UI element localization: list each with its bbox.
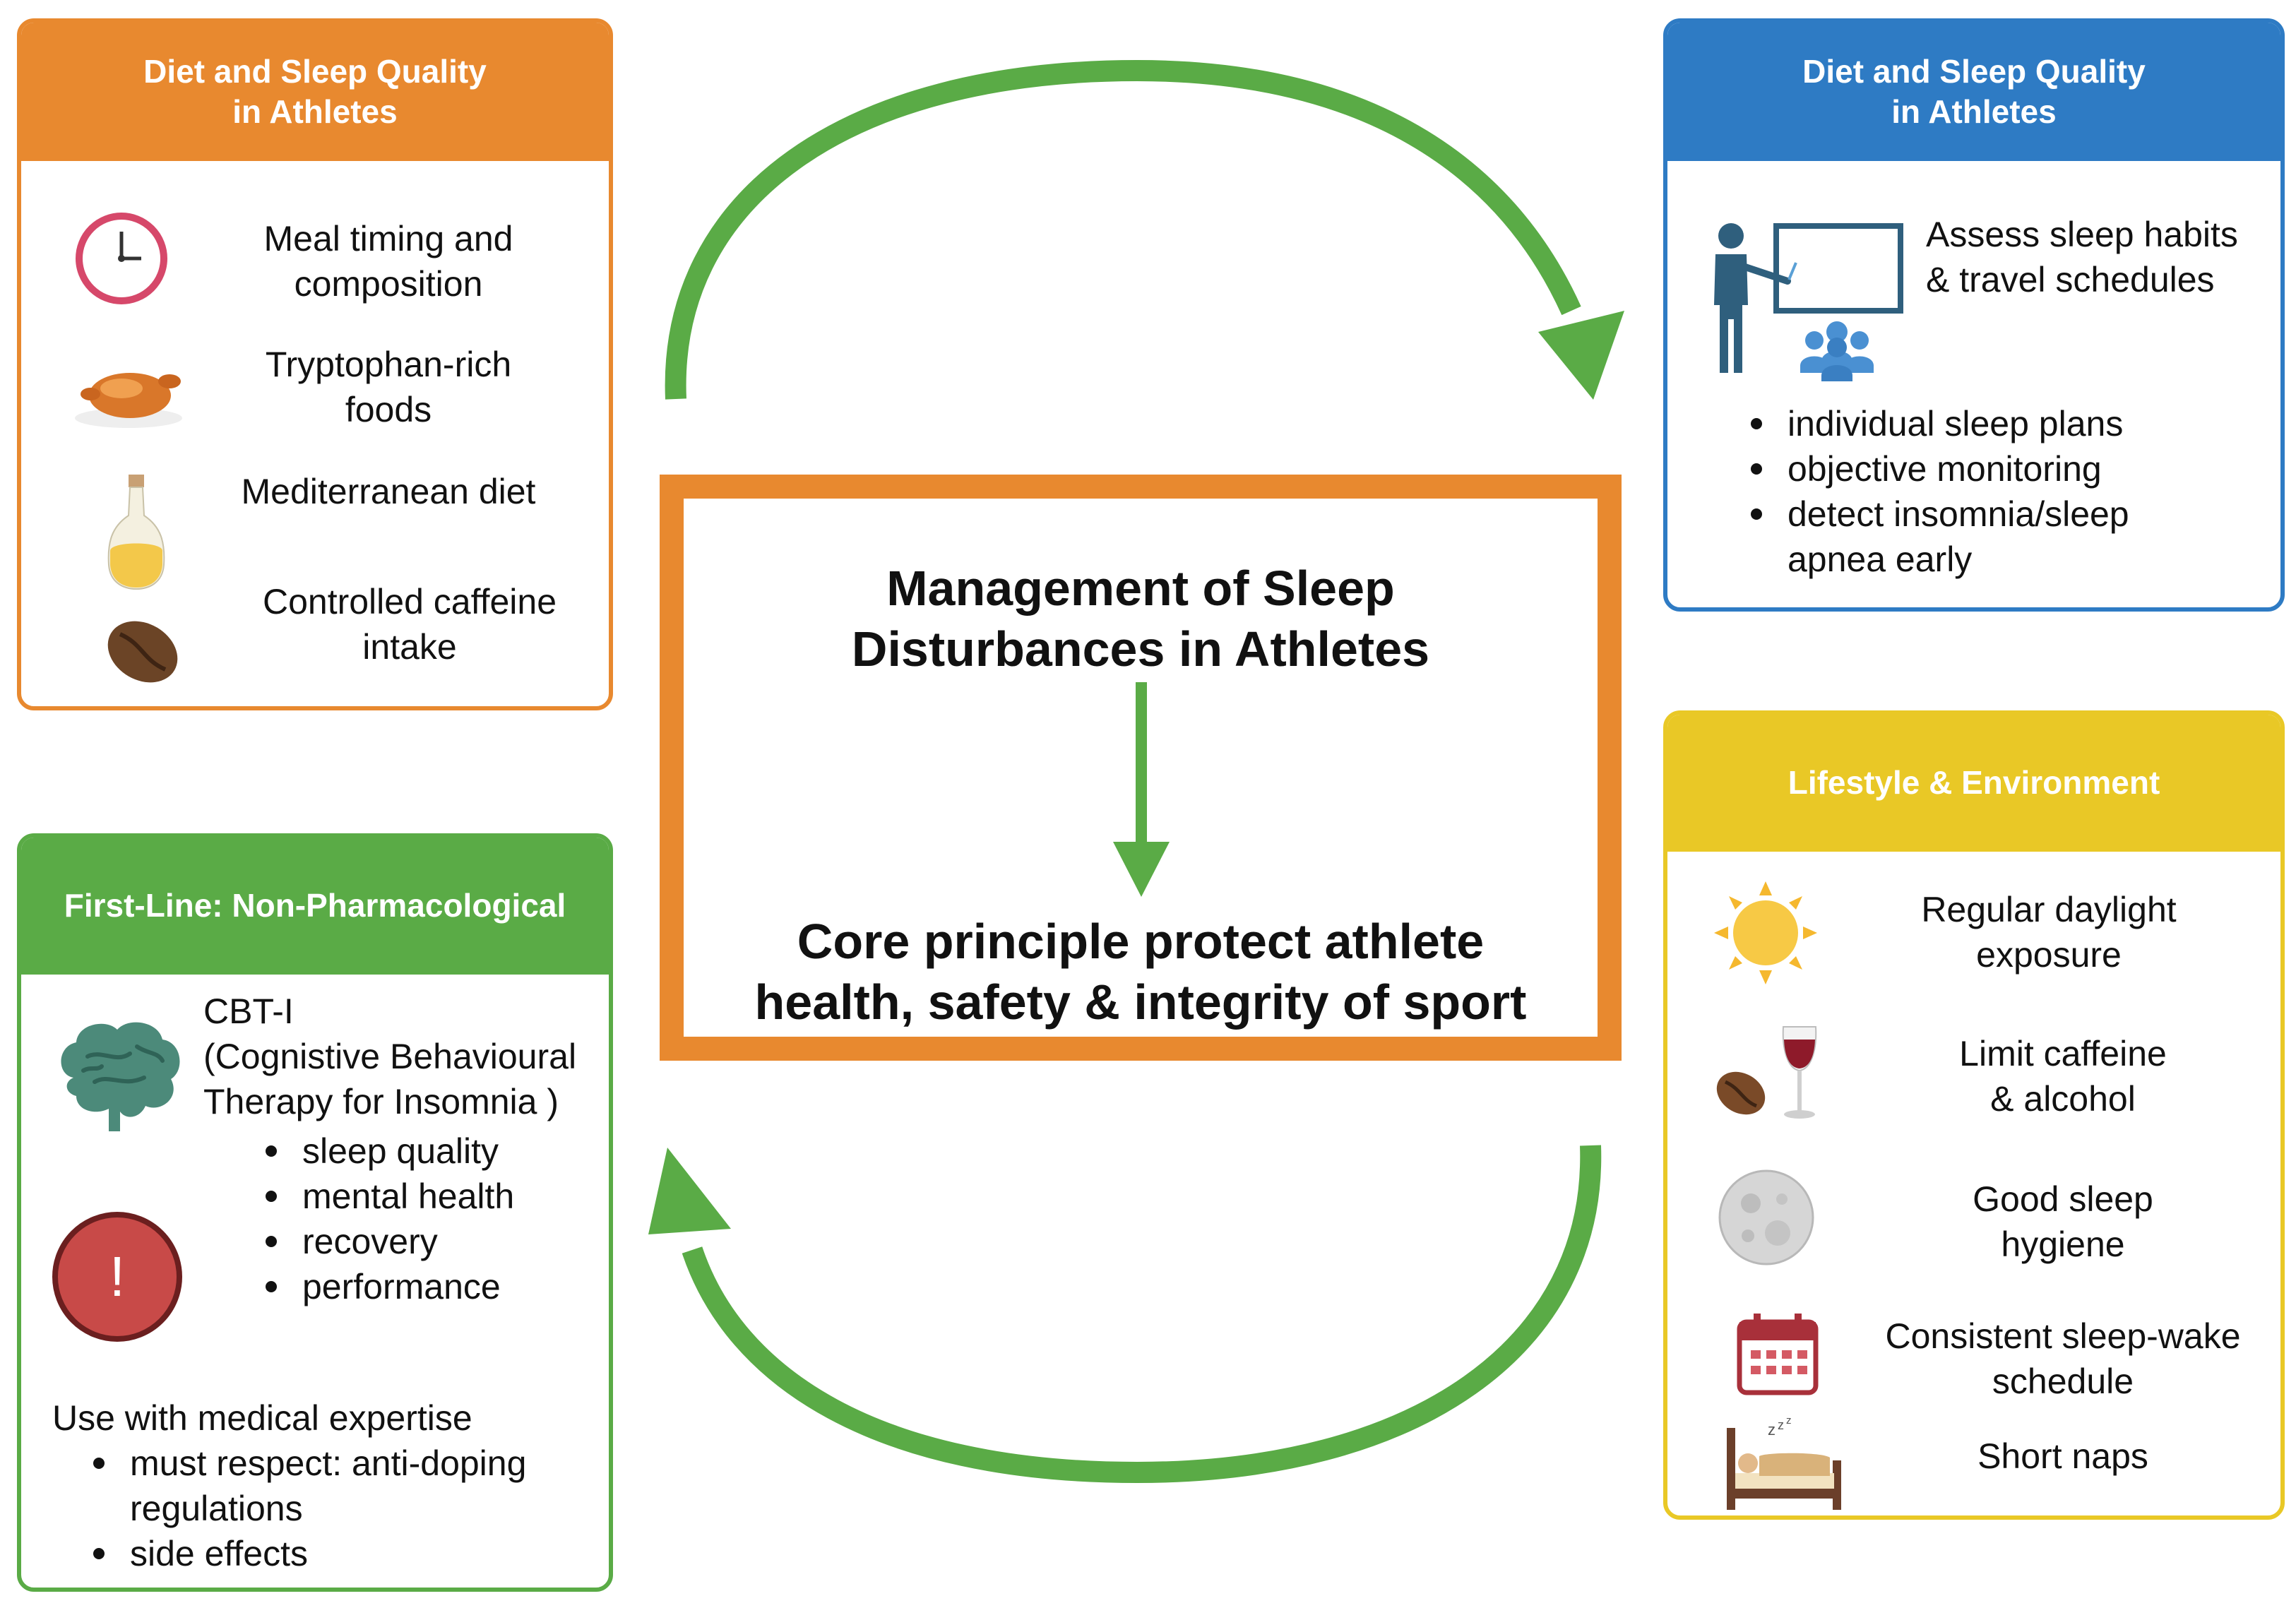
- roast-chicken-icon: [75, 373, 182, 428]
- assess-panel: Diet and Sleep Quality in Athletes Asses…: [1663, 18, 2285, 612]
- presenter-audience-icon: [1714, 223, 1903, 381]
- cbt-benefit: mental health: [266, 1174, 609, 1219]
- cbt-text: CBT-I (Cognistive Behavioural Therapy fo…: [203, 991, 577, 1121]
- lifestyle-item-schedule: Consistent sleep-wake schedule: [1885, 1316, 2241, 1401]
- first-line-panel: First-Line: Non-Pharmacological CBT-I (C…: [17, 833, 613, 1592]
- cbt-benefits-list: sleep quality mental health recovery per…: [253, 1128, 609, 1309]
- assess-bullet: detect insomnia/sleep apnea early: [1751, 492, 2280, 582]
- diet-item-caffeine: Controlled caffeine intake: [262, 582, 557, 667]
- medical-bullet: must respect: anti-doping regulations: [93, 1441, 609, 1531]
- center-box: Management of Sleep Disturbances in Athl…: [660, 475, 1622, 1061]
- moon-icon: [1718, 1169, 1814, 1265]
- lifestyle-panel-title: Lifestyle & Environment: [1667, 715, 2280, 852]
- assess-heading: Assess sleep habits & travel schedules: [1926, 215, 2238, 299]
- brain-icon: [61, 1022, 180, 1131]
- warning-glyph: !: [109, 1245, 126, 1308]
- cbt-benefit: recovery: [266, 1219, 609, 1264]
- sun-icon: [1714, 881, 1817, 984]
- top-cycle-arrow: [665, 59, 1581, 400]
- diet-item-tryptophan: Tryptophan-rich foods: [265, 345, 512, 429]
- assess-bullet: individual sleep plans: [1751, 401, 2280, 446]
- medical-bullet: side effects: [93, 1531, 609, 1576]
- lifestyle-item-sleep-hygiene: Good sleep hygiene: [1973, 1179, 2153, 1264]
- lifestyle-item-naps: Short naps: [1977, 1436, 2148, 1476]
- diet-item-mediterranean: Mediterranean diet: [241, 472, 536, 511]
- bottom-arrowhead: [648, 1148, 731, 1234]
- diet-item-meal-timing: Meal timing and composition: [263, 219, 513, 304]
- cbt-benefit: performance: [266, 1264, 609, 1309]
- assess-bullet: objective monitoring: [1751, 446, 2280, 492]
- lifestyle-panel: Lifestyle & Environment Regular daylight…: [1663, 710, 2285, 1520]
- down-arrow: [1113, 682, 1170, 897]
- core-principle: Core principle protect athlete health, s…: [754, 914, 1527, 1030]
- bottom-cycle-arrow: [682, 1145, 1602, 1484]
- cbt-benefit: sleep quality: [266, 1128, 609, 1174]
- coffee-bean-icon: [107, 621, 178, 683]
- svg-text:z: z: [1786, 1417, 1792, 1427]
- top-arrowhead: [1538, 311, 1624, 400]
- assess-panel-title: Diet and Sleep Quality in Athletes: [1667, 23, 2280, 161]
- medical-bullet-list: must respect: anti-doping regulations si…: [81, 1441, 609, 1576]
- lifestyle-item-caffeine-alcohol: Limit caffeine & alcohol: [1959, 1034, 2167, 1119]
- calendar-icon: [1737, 1314, 1819, 1395]
- clock-icon: [76, 213, 167, 304]
- medical-expertise-text: Use with medical expertise: [52, 1398, 472, 1438]
- first-line-panel-title: First-Line: Non-Pharmacological: [21, 838, 609, 975]
- coffee-wine-icon: [1716, 1026, 1817, 1119]
- warning-icon: !: [52, 1212, 182, 1342]
- lifestyle-item-daylight: Regular daylight exposure: [1921, 890, 2177, 975]
- svg-text:z: z: [1778, 1418, 1784, 1432]
- assess-bullet-list: individual sleep plans objective monitor…: [1738, 401, 2280, 582]
- diet-panel: Diet and Sleep Quality in Athletes Meal …: [17, 18, 613, 710]
- olive-oil-bottle-icon: [107, 475, 165, 590]
- svg-text:z: z: [1768, 1421, 1775, 1439]
- bed-icon: z z z: [1727, 1417, 1841, 1510]
- center-title: Management of Sleep Disturbances in Athl…: [851, 561, 1430, 677]
- diet-panel-title: Diet and Sleep Quality in Athletes: [21, 23, 609, 161]
